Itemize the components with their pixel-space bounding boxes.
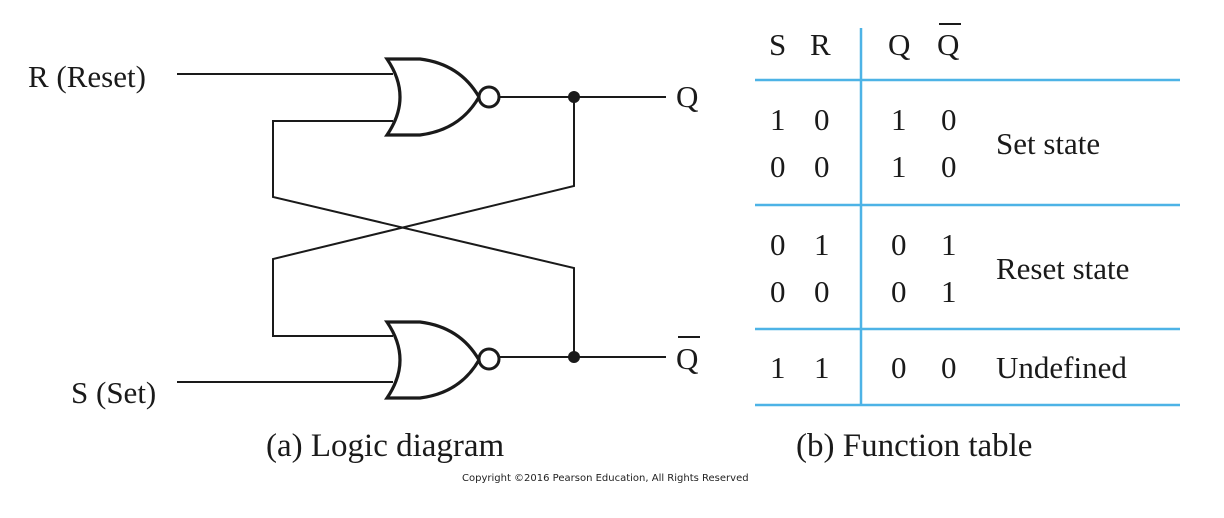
state-label-set: Set state [996, 126, 1100, 161]
table-row: 1 1 0 0 [770, 350, 957, 385]
wire-feedback-q-to-bottom [272, 97, 575, 337]
cell-q: 1 [891, 149, 907, 184]
cell-s: 1 [770, 102, 786, 137]
cell-q: 0 [891, 227, 907, 262]
caption-logic-diagram: (a) Logic diagram [266, 428, 505, 464]
table-row: 0 0 1 0 [770, 149, 957, 184]
input-label-set: S (Set) [71, 375, 156, 410]
cell-qbar: 1 [941, 227, 957, 262]
cell-qbar: 0 [941, 350, 957, 385]
nor-gate-top [383, 57, 481, 137]
output-label-q: Q [676, 79, 698, 114]
cell-s: 0 [770, 274, 786, 309]
junction-q [568, 91, 580, 103]
cell-s: 0 [770, 227, 786, 262]
table-row: 1 0 1 0 [770, 102, 957, 137]
state-label-undefined: Undefined [996, 350, 1127, 385]
header-qbar: Q [937, 27, 959, 62]
cell-q: 0 [891, 350, 907, 385]
cell-r: 1 [814, 350, 830, 385]
output-label-qbar: Q [676, 341, 698, 376]
cell-s: 0 [770, 149, 786, 184]
logic-diagram: R (Reset) S (Set) Q Q (a) Logic diagram [28, 57, 700, 464]
cell-q: 1 [891, 102, 907, 137]
cell-s: 1 [770, 350, 786, 385]
cell-r: 1 [814, 227, 830, 262]
table-row: 0 1 0 1 [770, 227, 957, 262]
cell-r: 0 [814, 149, 830, 184]
cell-qbar: 1 [941, 274, 957, 309]
copyright-notice: Copyright ©2016 Pearson Education, All R… [462, 473, 749, 484]
wire-feedback-qbar-to-top [272, 120, 575, 357]
state-label-reset: Reset state [996, 251, 1129, 286]
input-label-reset: R (Reset) [28, 59, 146, 94]
function-table: S R Q Q 1 0 1 0 0 0 1 0 Set state 0 1 0 … [755, 23, 1180, 464]
header-q: Q [888, 27, 910, 62]
nor-gate-top-bubble [477, 85, 501, 109]
caption-function-table: (b) Function table [796, 428, 1032, 464]
junction-qbar [568, 351, 580, 363]
table-row: 0 0 0 1 [770, 274, 957, 309]
nor-gate-bottom-bubble [477, 347, 501, 371]
nor-gate-bottom [383, 320, 481, 400]
header-r: R [810, 27, 831, 62]
cell-qbar: 0 [941, 102, 957, 137]
cell-q: 0 [891, 274, 907, 309]
cell-r: 0 [814, 102, 830, 137]
cell-r: 0 [814, 274, 830, 309]
cell-qbar: 0 [941, 149, 957, 184]
header-s: S [769, 27, 786, 62]
